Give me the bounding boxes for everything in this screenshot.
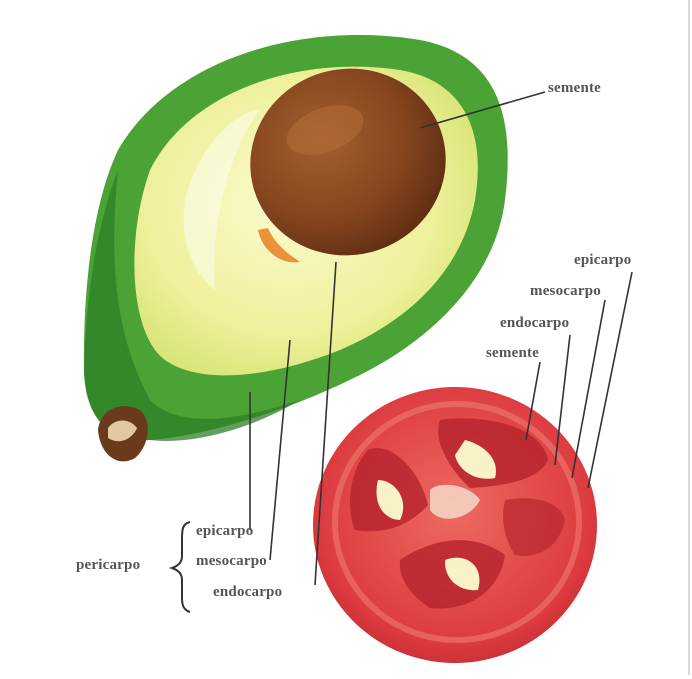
avocado-stem <box>98 406 148 461</box>
leader-tomato-epicarpo <box>588 272 632 488</box>
label-avocado-semente: semente <box>548 80 601 97</box>
image-border <box>688 0 690 675</box>
pericarpo-brace <box>172 522 190 612</box>
label-tomato-epicarpo: epicarpo <box>574 252 631 269</box>
label-endocarpo: endocarpo <box>213 584 282 601</box>
leader-tomato-mesocarpo <box>572 300 605 478</box>
label-mesocarpo: mesocarpo <box>196 553 267 570</box>
label-pericarpo: pericarpo <box>76 557 140 574</box>
tomato-illustration <box>313 387 597 663</box>
label-tomato-endocarpo: endocarpo <box>500 315 569 332</box>
label-epicarpo: epicarpo <box>196 523 253 540</box>
label-tomato-semente: semente <box>486 345 539 362</box>
label-tomato-mesocarpo: mesocarpo <box>530 283 601 300</box>
